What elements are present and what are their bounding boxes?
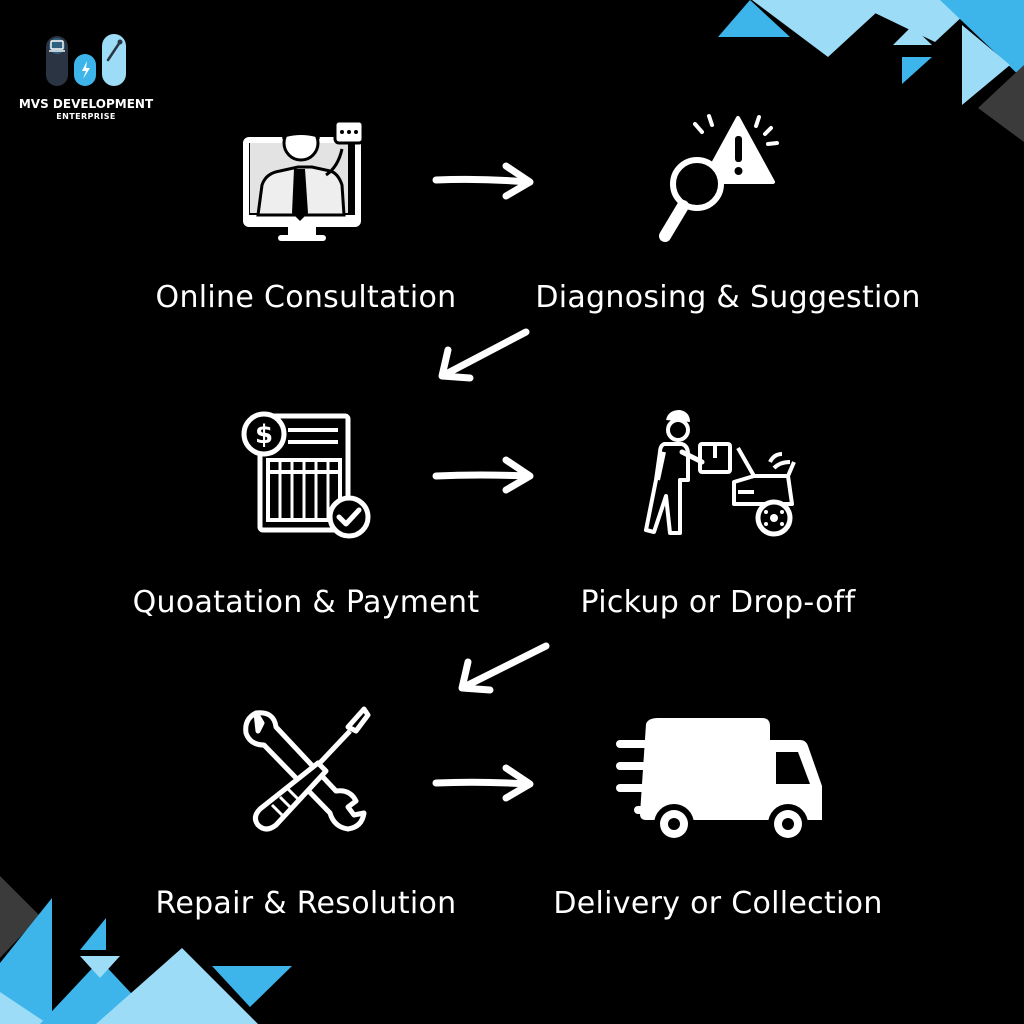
invoice-check-icon: $ (241, 411, 371, 539)
arrow-right-2 (432, 456, 534, 494)
step-label-diagnosing-suggestion: Diagnosing & Suggestion (535, 280, 921, 315)
delivery-truck-icon (616, 718, 822, 844)
wrench-screwdriver-icon (243, 706, 371, 832)
brand-subtitle: ENTERPRISE (56, 112, 116, 121)
courier-car-icon (644, 410, 796, 537)
step-label-repair-resolution: Repair & Resolution (155, 886, 457, 921)
arrow-down-left-1 (438, 328, 530, 382)
top-right-triangles (718, 0, 1024, 142)
step-label-online-consultation: Online Consultation (155, 280, 457, 315)
monitor-consultant-icon (243, 119, 365, 241)
arrow-right-1 (432, 162, 534, 200)
brand-name: MVS DEVELOPMENT (18, 97, 154, 111)
magnifier-warning-icon (659, 114, 779, 242)
arrow-down-left-2 (458, 642, 550, 694)
step-label-delivery-collection: Delivery or Collection (553, 886, 883, 921)
step-label-quotation-payment: Quoatation & Payment (132, 585, 480, 620)
arrow-right-3 (432, 764, 534, 802)
step-label-pickup-dropoff: Pickup or Drop-off (580, 585, 856, 620)
bottom-left-triangles (0, 876, 292, 1024)
brand-logo-icon (46, 34, 126, 86)
svg-text:$: $ (255, 420, 273, 450)
